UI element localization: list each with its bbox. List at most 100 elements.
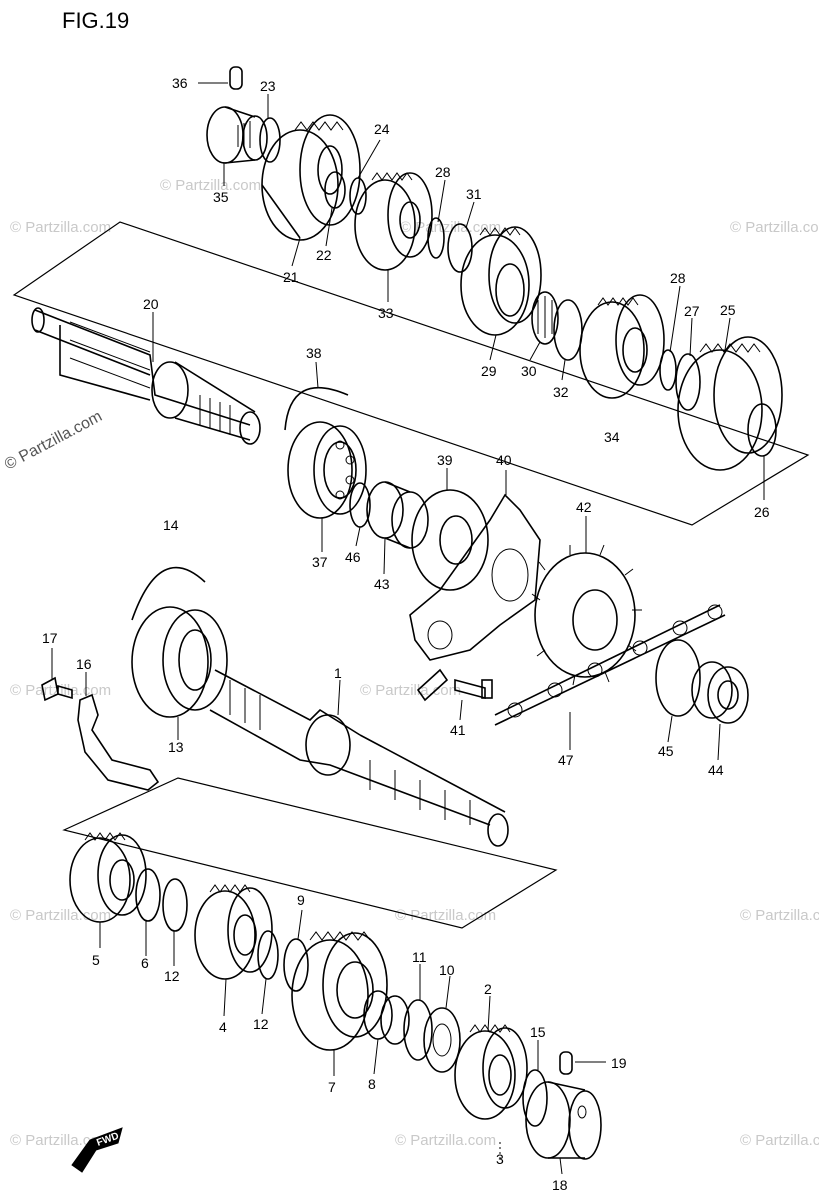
callout-21: 21 (283, 269, 299, 285)
washer-9 (283, 938, 309, 992)
watermark: © Partzilla.com (400, 219, 501, 236)
circlip-28 (427, 217, 445, 259)
callout-35: 35 (213, 189, 229, 205)
driveshaft-1 (209, 669, 509, 847)
plate-hole (491, 548, 529, 602)
washer-11 (403, 999, 433, 1061)
washer-32 (553, 299, 583, 361)
watermark: © Partzilla.com (2, 408, 105, 474)
callout-12-lower: 12 (253, 1016, 269, 1032)
bearing-18 (525, 1081, 602, 1160)
callout-14: 14 (163, 517, 179, 533)
watermark: © Partzilla.com (730, 219, 819, 236)
circlip-38 (284, 386, 349, 431)
bolt-41 (416, 668, 493, 702)
callout-38: 38 (306, 345, 322, 361)
callout-40: 40 (496, 452, 512, 468)
lock-washer-10 (423, 1007, 461, 1073)
bushing-22 (324, 171, 346, 209)
washer-6 (135, 868, 161, 922)
countershaft-assembly-box (12, 221, 810, 526)
callout-11: 11 (412, 949, 427, 965)
callout-5: 5 (92, 952, 100, 968)
callout-31: 31 (466, 186, 482, 202)
callout-46: 46 (345, 549, 361, 565)
callout-15: 15 (530, 1024, 546, 1040)
fwd-arrow-icon: FWD (71, 1127, 123, 1173)
callout-27: 27 (684, 303, 700, 319)
watermark: © Partzilla.com (395, 1132, 496, 1149)
washer-27 (675, 353, 701, 411)
callout-22: 22 (316, 247, 332, 263)
gear-5 (69, 832, 147, 923)
sprocket-42 (531, 544, 642, 686)
watermark: © Partzilla.com (160, 177, 261, 194)
bearing-13 (131, 606, 228, 718)
callout-47: 47 (558, 752, 574, 768)
plate-hole (427, 620, 453, 650)
stopper-plate-16 (77, 693, 160, 791)
circlip-12b (257, 930, 279, 980)
watermark: © Partzilla.com (395, 907, 496, 924)
pin-19 (559, 1051, 573, 1075)
watermark: © Partzilla.com (740, 1132, 819, 1149)
callout-3: 3 (496, 1151, 504, 1167)
callout-41: 41 (450, 722, 466, 738)
callout-7: 7 (328, 1079, 336, 1095)
watermark: © Partzilla.com (10, 907, 111, 924)
callout-labels: 36 23 24 35 28 31 22 21 28 20 25 27 33 3… (42, 75, 770, 1193)
washer-24 (349, 177, 367, 215)
gear-7 (291, 931, 388, 1051)
watermark-side: © Partzilla.com (2, 408, 105, 474)
gear-4 (194, 884, 273, 980)
callout-10: 10 (439, 962, 455, 978)
gear-2 (454, 1024, 528, 1120)
callout-17: 17 (42, 630, 58, 646)
callout-28-upper-right: 28 (670, 270, 686, 286)
callout-44: 44 (708, 762, 724, 778)
callout-30: 30 (521, 363, 537, 379)
callout-9: 9 (297, 892, 305, 908)
callout-37: 37 (312, 554, 328, 570)
callout-18: 18 (552, 1177, 568, 1193)
bearing-35 (206, 106, 268, 164)
callout-32: 32 (553, 384, 569, 400)
gear-25 (677, 336, 783, 471)
callout-26: 26 (754, 504, 770, 520)
callout-34: 34 (604, 429, 620, 445)
circlip-28b (659, 349, 677, 391)
callout-12: 12 (164, 968, 180, 984)
spacer-43 (366, 481, 429, 549)
countershaft-20 (31, 307, 261, 445)
callout-2: 2 (484, 981, 492, 997)
oil-seal-39 (411, 489, 489, 591)
gear-21 (261, 114, 361, 241)
circlip-12 (162, 878, 188, 932)
bolt-17 (41, 676, 73, 702)
bearing-30 (531, 291, 559, 345)
watermark: © Partzilla.com (10, 219, 111, 236)
callout-1: 1 (334, 665, 342, 681)
callout-13: 13 (168, 739, 184, 755)
callout-36: 36 (172, 75, 188, 91)
chain-47 (494, 604, 726, 726)
washer-23 (259, 117, 281, 163)
circlip-14 (131, 566, 206, 621)
callout-28: 28 (435, 164, 451, 180)
callout-20: 20 (143, 296, 159, 312)
lock-washer-45 (655, 639, 701, 717)
gear-33 (354, 172, 433, 271)
callout-42: 42 (576, 499, 592, 515)
callout-43: 43 (374, 576, 390, 592)
callout-8: 8 (368, 1076, 376, 1092)
callout-39: 39 (437, 452, 453, 468)
callout-25: 25 (720, 302, 736, 318)
watermark: © Partzilla.com (10, 1132, 111, 1149)
callout-45: 45 (658, 743, 674, 759)
driveshaft-assembly-box (62, 777, 558, 929)
figure-title: FIG.19 (62, 8, 130, 33)
plate-40 (409, 493, 541, 661)
callout-23: 23 (260, 78, 276, 94)
washer-15 (522, 1069, 548, 1127)
